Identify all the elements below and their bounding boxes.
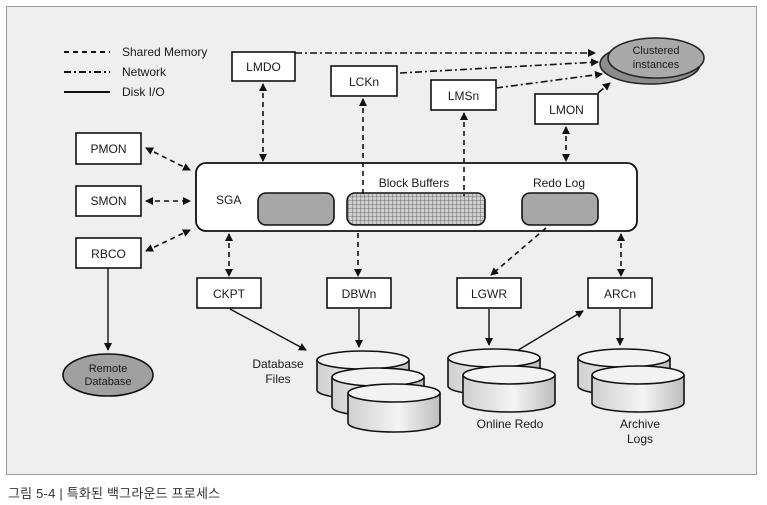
archive-line2: Logs [627,432,653,446]
sga-redo-log-buffer [521,192,599,226]
clustered-instances: Clustered instances [599,37,705,85]
database-files-line2: Files [265,372,290,386]
process-lckn-label: LCKn [349,75,379,89]
redo-log-label: Redo Log [533,176,585,190]
process-lmsn-label: LMSn [448,89,479,103]
process-lmon-label: LMON [549,103,584,117]
sga-shared-pool [257,192,335,226]
process-arcn: ARCn [587,277,653,309]
database-files-line1: Database [252,357,304,371]
process-lmdo-label: LMDO [246,60,281,74]
process-lgwr: LGWR [456,277,522,309]
figure-caption: 그림 5-4 | 특화된 백그라운드 프로세스 [8,486,221,501]
sga: SGA Block Buffers Redo Log [195,162,638,232]
online-redo-label: Online Redo [477,417,544,431]
remote-line1: Remote [89,363,128,375]
redo-disk [462,365,556,413]
process-lckn: LCKn [330,65,398,97]
process-dbwn: DBWn [326,277,392,309]
network-lmsn-to-cluster [495,70,603,89]
clustered-line1: Clustered [632,45,679,57]
network-lckn-to-cluster [399,58,599,74]
process-smon-label: SMON [91,194,127,208]
process-pmon: PMON [75,132,142,165]
network-lmon-to-cluster [597,82,611,94]
io-ckpt-datafiles [229,308,307,351]
database-files-cylinders: Database Files [252,350,441,433]
online-redo-cylinders: Online Redo [447,348,556,431]
process-pmon-label: PMON [91,142,127,156]
process-lgwr-label: LGWR [471,287,507,301]
process-rbco-label: RBCO [91,247,126,261]
process-lmdo: LMDO [231,51,296,82]
process-ckpt-label: CKPT [213,287,246,301]
archive-line1: Archive [620,417,660,431]
shm-pmon-sga [145,147,191,171]
clustered-line2: instances [633,59,680,71]
sga-block-buffers [346,192,486,226]
sga-label: SGA [216,193,241,207]
process-lmsn: LMSn [430,79,497,111]
process-arcn-label: ARCn [604,287,636,301]
archive-logs-cylinders: Archive Logs [577,348,685,446]
legend: Shared Memory Network Disk I/O [64,45,207,99]
block-buffers-label: Block Buffers [379,176,449,190]
process-ckpt: CKPT [196,277,262,309]
remote-line2: Database [84,376,131,388]
process-dbwn-label: DBWn [342,287,377,301]
datafile-disk [347,383,441,433]
legend-shared-memory-label: Shared Memory [122,45,207,59]
process-rbco: RBCO [75,237,142,269]
legend-network-label: Network [122,65,167,79]
process-lmon: LMON [534,93,599,125]
process-smon: SMON [75,185,142,217]
remote-database: Remote Database [62,353,154,397]
legend-disk-io-label: Disk I/O [122,85,165,99]
archive-disk [591,365,685,413]
io-redo-arcn [514,310,584,353]
shm-rbco-sga [145,229,191,252]
shm-redo-lgwr [490,227,547,276]
